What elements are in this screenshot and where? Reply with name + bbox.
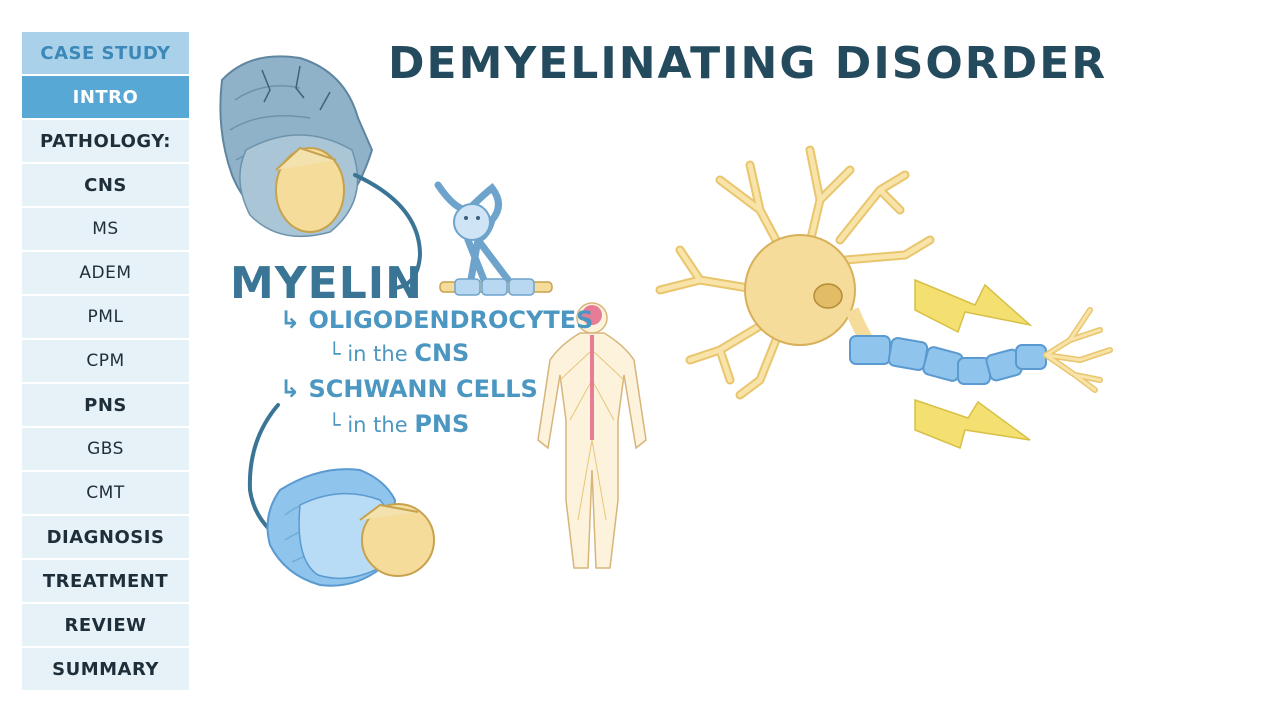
nav-pml[interactable]: PML <box>22 296 189 338</box>
oligodendrocytes-label: OLIGODENDROCYTES <box>308 306 594 334</box>
nav-pathology[interactable]: PATHOLOGY: <box>22 120 189 162</box>
elbow-icon: └ <box>328 342 341 366</box>
nav-diagnosis[interactable]: DIAGNOSIS <box>22 516 189 558</box>
lightning-bolt-icon <box>914 398 1031 450</box>
in-the-label: in the <box>347 342 408 366</box>
cns-nerve-bundle-illustration <box>219 55 374 238</box>
in-the-pns-line: └ in the PNS <box>328 410 469 438</box>
arrow-icon: ↳ <box>280 306 301 334</box>
in-the-cns-line: └ in the CNS <box>328 339 469 367</box>
nav-gbs[interactable]: GBS <box>22 428 189 470</box>
nav-adem[interactable]: ADEM <box>22 252 189 294</box>
pns-schwann-cell-illustration <box>266 468 435 587</box>
arrow-icon: ↳ <box>280 375 301 403</box>
nav-intro[interactable]: INTRO <box>22 76 189 118</box>
nav-review[interactable]: REVIEW <box>22 604 189 646</box>
nav-cpm[interactable]: CPM <box>22 340 189 382</box>
page-title: DEMYELINATING DISORDER <box>388 38 1108 89</box>
nav-summary[interactable]: SUMMARY <box>22 648 189 690</box>
nav-treatment[interactable]: TREATMENT <box>22 560 189 602</box>
human-nervous-system-illustration <box>537 302 647 569</box>
oligodendrocyte-illustration <box>434 181 553 296</box>
lightning-bolt-icon <box>914 278 1033 334</box>
nav-ms[interactable]: MS <box>22 208 189 250</box>
nav-pns[interactable]: PNS <box>22 384 189 426</box>
elbow-icon: └ <box>328 413 341 437</box>
schwann-cells-line: ↳ SCHWANN CELLS <box>280 375 538 403</box>
nav-cns[interactable]: CNS <box>22 164 189 206</box>
cns-label: CNS <box>414 339 470 367</box>
neuron-illustration <box>655 145 1113 400</box>
schwann-cells-label: SCHWANN CELLS <box>308 375 538 403</box>
pns-label: PNS <box>414 410 470 438</box>
in-the-label: in the <box>347 413 408 437</box>
connector-line-top <box>353 173 423 290</box>
nav-cmt[interactable]: CMT <box>22 472 189 514</box>
nav-case-study[interactable]: CASE STUDY <box>22 32 189 74</box>
chapter-nav: CASE STUDY INTRO PATHOLOGY: CNS MS ADEM … <box>22 32 189 692</box>
oligodendrocytes-line: ↳ OLIGODENDROCYTES <box>280 306 593 334</box>
myelin-label: MYELIN <box>230 258 423 309</box>
